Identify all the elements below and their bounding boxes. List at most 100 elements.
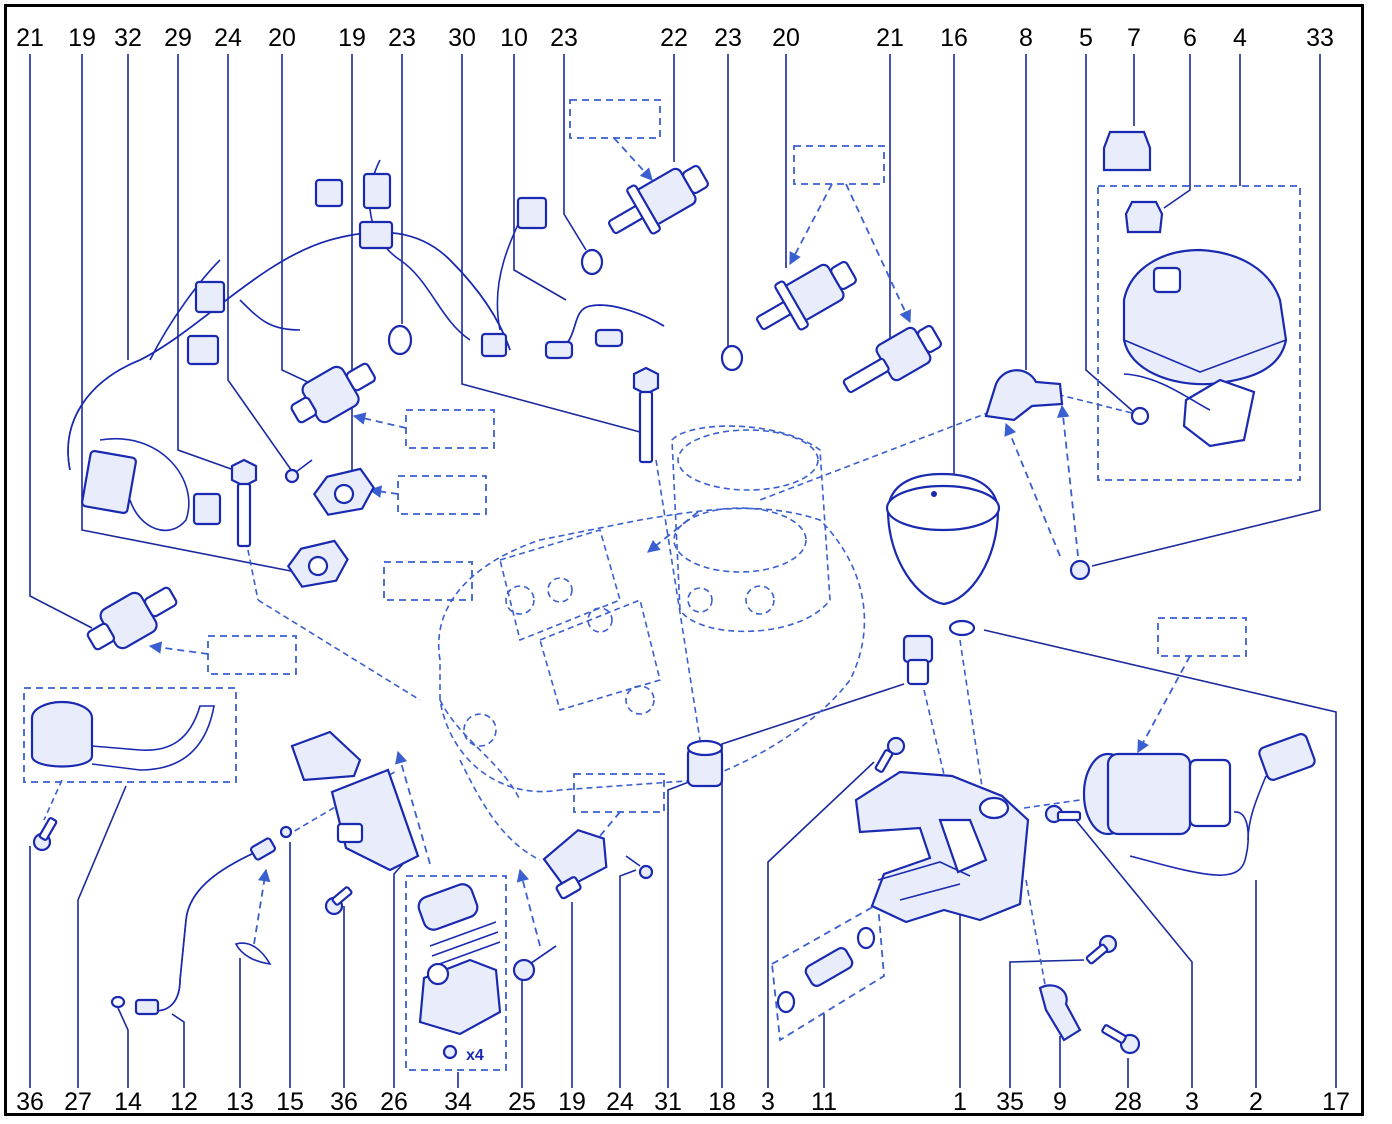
pressure-valve-kit-34: x4 xyxy=(417,883,502,1064)
quantity-x4: x4 xyxy=(466,1047,484,1064)
callout-top-16: 16 xyxy=(940,24,968,52)
callout-top-29: 29 xyxy=(164,24,192,52)
callout-bottom-28: 28 xyxy=(1114,1088,1142,1116)
solenoid-valve-21b xyxy=(842,324,943,394)
pushrod-25 xyxy=(512,945,557,982)
callout-bottom-3b: 3 xyxy=(1185,1088,1199,1116)
reservoir-4 xyxy=(1122,248,1288,448)
bracket-9 xyxy=(1038,984,1082,1042)
leader-b14 xyxy=(117,1007,129,1088)
arrow-to-8a xyxy=(1004,422,1061,557)
slave-cylinder-kit-box xyxy=(23,687,237,783)
callout-bottom-18: 18 xyxy=(708,1088,736,1116)
placeholder-box-22 xyxy=(569,99,661,139)
leader-33 xyxy=(1091,54,1321,567)
arrow-to-25 xyxy=(516,868,541,947)
placeholder-box-20a xyxy=(405,409,495,449)
arrow-to-20b xyxy=(789,183,833,266)
plug-kit-11 xyxy=(776,926,876,1014)
align-line-29 xyxy=(245,539,259,601)
leader-5 xyxy=(1085,54,1137,415)
o-ring-23c xyxy=(720,344,744,372)
screw-36b xyxy=(324,886,353,916)
arrow-to-19b xyxy=(368,485,399,498)
callout-bottom-27: 27 xyxy=(64,1088,92,1116)
pump-body-1 xyxy=(854,770,1030,924)
placeholder-box-19b xyxy=(397,475,487,515)
callout-bottom-3a: 3 xyxy=(761,1088,775,1116)
callout-top-21b: 21 xyxy=(876,24,904,52)
dashed-group-boxes xyxy=(23,99,1301,1071)
placeholder-box-20-21 xyxy=(793,145,885,185)
diagram-frame xyxy=(4,4,1364,1116)
callout-bottom-25: 25 xyxy=(508,1088,536,1116)
top-callout-labels: 21 19 32 29 24 20 19 23 30 10 23 22 23 2… xyxy=(16,24,1334,52)
callout-top-4: 4 xyxy=(1233,24,1247,52)
dashed-arrows xyxy=(43,137,1191,991)
callout-top-30: 30 xyxy=(448,24,476,52)
callout-top-6: 6 xyxy=(1183,24,1197,52)
solenoid-valve-20b xyxy=(756,260,857,331)
leader-b18 xyxy=(721,683,905,1088)
clip-5 xyxy=(1130,406,1150,426)
callout-bottom-1: 1 xyxy=(953,1088,967,1116)
placeholder-box-19a xyxy=(383,561,473,601)
leader-b31 xyxy=(667,779,695,1088)
callout-top-20b: 20 xyxy=(772,24,800,52)
reservoir-kit-box xyxy=(1097,185,1301,481)
arrow-to-20a xyxy=(352,412,407,429)
clip-33 xyxy=(1069,559,1091,581)
arrow-to-2 xyxy=(1137,655,1191,754)
solenoid-valve-22 xyxy=(608,164,709,235)
o-ring-23b xyxy=(580,248,604,276)
align-line-5 xyxy=(1047,391,1137,415)
align-line-27 xyxy=(43,779,63,821)
plug-kit-box xyxy=(771,902,885,1042)
pipe-10 xyxy=(544,304,665,360)
leader-24 xyxy=(227,54,295,475)
callout-top-10: 10 xyxy=(500,24,528,52)
placeholder-box-2 xyxy=(1157,617,1247,657)
callout-top-23a: 23 xyxy=(388,24,416,52)
callout-top-33: 33 xyxy=(1306,24,1334,52)
callout-bottom-14: 14 xyxy=(114,1088,142,1116)
callout-bottom-36a: 36 xyxy=(16,1088,44,1116)
leader-b3b xyxy=(1073,817,1193,1088)
solenoid-valve-21a xyxy=(86,586,178,651)
callout-top-21a: 21 xyxy=(16,24,44,52)
bolt-28 xyxy=(1101,1024,1141,1055)
o-ring-23a xyxy=(387,324,413,356)
callout-bottom-15: 15 xyxy=(276,1088,304,1116)
callout-top-24: 24 xyxy=(214,24,242,52)
callout-top-19a: 19 xyxy=(68,24,96,52)
seal-14 xyxy=(110,995,126,1009)
leader-21a xyxy=(29,54,93,629)
callout-bottom-31: 31 xyxy=(654,1088,682,1116)
callout-top-7: 7 xyxy=(1127,24,1141,52)
align-line-30 xyxy=(655,459,701,741)
screw-3b xyxy=(1044,804,1082,824)
callout-top-32: 32 xyxy=(114,24,142,52)
slave-cylinder-27 xyxy=(30,700,215,771)
screw-3a xyxy=(874,736,906,773)
bolt-29 xyxy=(230,458,258,548)
align-line-8 xyxy=(759,411,991,501)
seal-15 xyxy=(279,825,293,839)
leader-29 xyxy=(177,54,235,471)
callout-top-5: 5 xyxy=(1079,24,1093,52)
callout-bottom-36b: 36 xyxy=(330,1088,358,1116)
pressure-valve-kit-box xyxy=(405,875,507,1071)
cap-7 xyxy=(1102,130,1152,172)
hydraulic-block-assembly xyxy=(437,425,866,861)
callout-top-23b: 23 xyxy=(550,24,578,52)
bracket-26 xyxy=(290,730,420,872)
callout-top-22: 22 xyxy=(660,24,688,52)
arrow-to-13 xyxy=(253,868,271,945)
pressure-sensor-19b xyxy=(312,467,375,516)
arrow-to-26 xyxy=(395,750,431,865)
callout-bottom-35: 35 xyxy=(996,1088,1024,1116)
leader-19a xyxy=(81,54,297,573)
pressure-sensor-19a xyxy=(286,539,349,588)
leader-30 xyxy=(461,54,641,433)
